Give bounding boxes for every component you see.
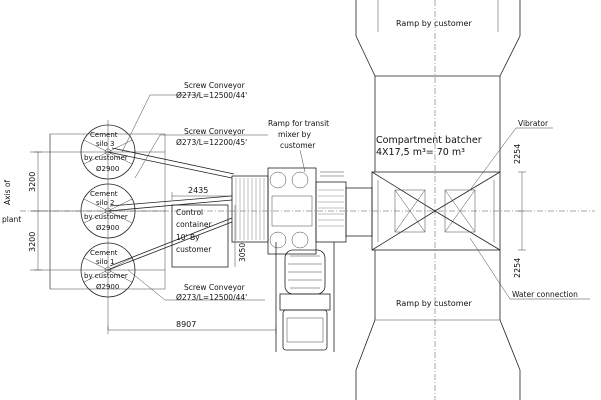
svg-text:Ramp for transit: Ramp for transit <box>268 119 329 128</box>
transit-mixer-truck <box>275 242 335 352</box>
svg-text:Screw Conveyor: Screw Conveyor <box>184 283 246 292</box>
svg-text:Vibrator: Vibrator <box>518 119 549 128</box>
axis-of-plant-label: Axis of plant <box>2 179 21 224</box>
svg-text:8907: 8907 <box>176 320 196 329</box>
control-container: Control container 10' By customer <box>171 204 229 268</box>
mixing-plant-core <box>231 167 373 255</box>
dimension-2435: 2435 <box>171 186 233 200</box>
svg-text:Compartment batcher: Compartment batcher <box>376 135 482 146</box>
svg-text:Ø2900: Ø2900 <box>96 224 119 232</box>
svg-text:Screw Conveyor: Screw Conveyor <box>184 81 246 90</box>
screw-conveyor-middle: Screw Conveyor Ø273/L=12200/45' <box>107 127 268 212</box>
svg-text:Ø2900: Ø2900 <box>96 283 119 291</box>
svg-text:Axis of: Axis of <box>3 179 12 205</box>
svg-text:customer: customer <box>176 245 212 254</box>
svg-text:Cement: Cement <box>90 131 118 139</box>
svg-text:by customer: by customer <box>84 272 128 280</box>
svg-text:mixer by: mixer by <box>278 130 311 139</box>
svg-text:4X17,5 m³= 70 m³: 4X17,5 m³= 70 m³ <box>376 147 465 158</box>
svg-text:Screw Conveyor: Screw Conveyor <box>184 127 246 136</box>
compartment-batcher: Compartment batcher 4X17,5 m³= 70 m³ <box>371 135 501 251</box>
screw-conveyor-bottom: Screw Conveyor Ø273/L=12500/44' <box>107 217 265 302</box>
svg-text:plant: plant <box>2 215 21 224</box>
svg-text:Ø273/L=12500/44': Ø273/L=12500/44' <box>176 293 247 302</box>
ramp-top: Ramp by customer <box>355 0 521 172</box>
dimension-3050: 3050 <box>234 205 247 267</box>
svg-text:Cement: Cement <box>90 190 118 198</box>
svg-text:Ø273/L=12500/44': Ø273/L=12500/44' <box>176 91 247 100</box>
svg-text:silo 1: silo 1 <box>96 258 115 266</box>
svg-text:by customer: by customer <box>84 154 128 162</box>
svg-text:3200: 3200 <box>28 172 37 192</box>
screw-conveyor-top: Screw Conveyor Ø273/L=12500/44' <box>107 81 247 179</box>
svg-text:by customer: by customer <box>84 213 128 221</box>
svg-text:3050: 3050 <box>238 243 247 262</box>
ramp-top-label: Ramp by customer <box>396 19 472 28</box>
dimension-2254: 2254 2254 <box>513 144 526 278</box>
svg-text:silo 2: silo 2 <box>96 199 115 207</box>
svg-text:silo 3: silo 3 <box>96 140 115 148</box>
dimension-silo-spacing: 3200 3200 <box>28 151 42 271</box>
dimension-8907: 8907 <box>107 320 277 334</box>
ramp-bottom: Ramp by customer <box>355 250 521 400</box>
svg-text:customer: customer <box>280 141 316 150</box>
svg-text:2254: 2254 <box>513 258 522 278</box>
svg-text:Water connection: Water connection <box>512 290 578 299</box>
svg-text:10' By: 10' By <box>176 233 200 242</box>
svg-text:Ø273/L=12200/45': Ø273/L=12200/45' <box>176 138 247 147</box>
svg-text:2435: 2435 <box>188 186 208 195</box>
vibrator-callout: Vibrator <box>469 119 553 191</box>
silo-support-frame <box>30 120 166 330</box>
svg-text:Cement: Cement <box>90 249 118 257</box>
svg-text:container: container <box>176 220 212 229</box>
svg-text:2254: 2254 <box>513 144 522 164</box>
svg-text:Control: Control <box>176 208 203 217</box>
svg-text:3200: 3200 <box>28 232 37 252</box>
ramp-bottom-label: Ramp by customer <box>396 299 472 308</box>
ramp-transit-mixer-label: Ramp for transit mixer by customer <box>268 119 329 173</box>
svg-text:Ø2900: Ø2900 <box>96 165 119 173</box>
water-connection-callout: Water connection <box>469 237 590 300</box>
